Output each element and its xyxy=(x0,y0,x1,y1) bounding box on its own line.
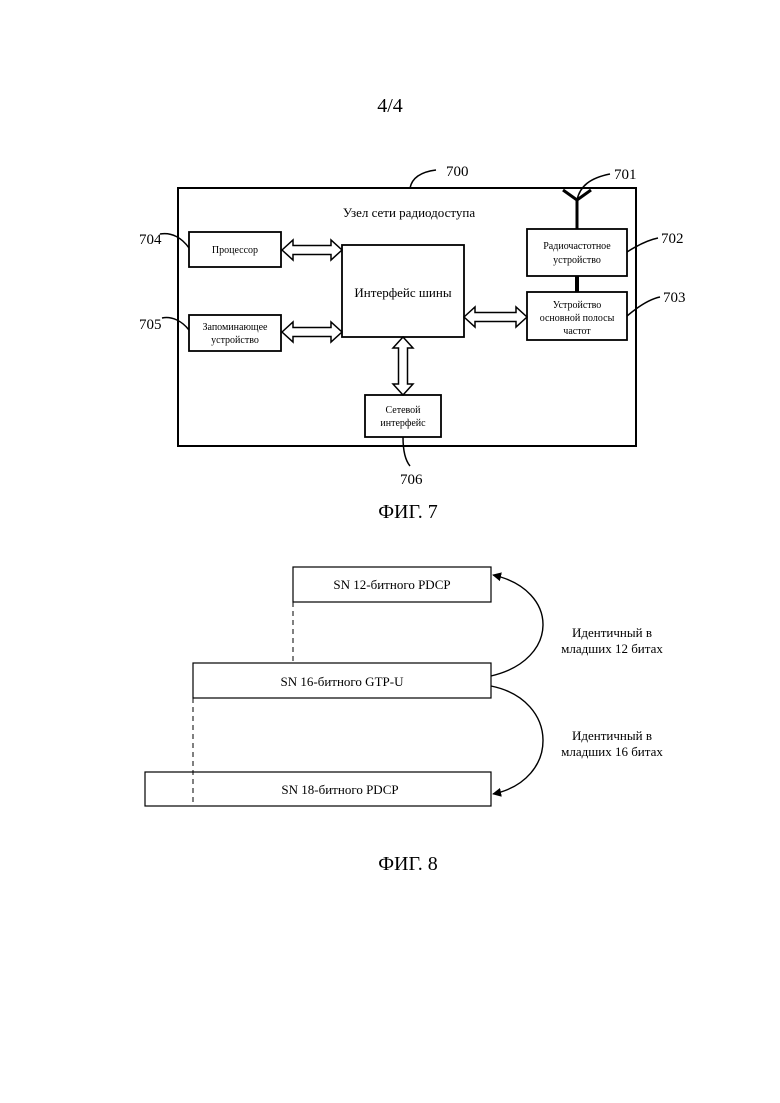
fig7-diagram: Узел сети радиодоступа 700 Процессор 704… xyxy=(139,164,686,488)
fig8-diagram: SN 12-битного PDCP SN 16-битного GTP-U S… xyxy=(145,567,663,806)
network-interface-box xyxy=(365,395,441,437)
network-interface-ref-label: 706 xyxy=(400,472,423,488)
gtpu16-sn-label: SN 16-битного GTP-U xyxy=(281,674,405,689)
node-ref-label: 700 xyxy=(446,164,469,180)
network-interface-label-line1: Сетевой xyxy=(385,405,421,416)
bus-network-double-arrow xyxy=(393,337,413,395)
identical-16-bits-note-line1: Идентичный в xyxy=(572,728,652,743)
bus-baseband-double-arrow xyxy=(464,307,527,327)
fig7-caption: ФИГ. 7 xyxy=(378,501,438,523)
identical-12-bits-note-line2: младших 12 битах xyxy=(561,641,663,656)
node-ref-leader xyxy=(410,170,436,188)
baseband-device-label-line2: основной полосы xyxy=(540,313,615,324)
network-interface-ref-leader xyxy=(403,437,410,466)
antenna-ref-label: 701 xyxy=(614,167,637,183)
processor-ref-label: 704 xyxy=(139,232,162,248)
memory-ref-leader xyxy=(162,318,189,330)
fig8-caption: ФИГ. 8 xyxy=(378,853,438,875)
identical-12-bits-note-line1: Идентичный в xyxy=(572,625,652,640)
memory-label-line1: Запоминающее xyxy=(203,322,269,333)
rf-device-ref-leader xyxy=(627,238,658,252)
identical-16-bits-note-line2: младших 16 битах xyxy=(561,744,663,759)
network-interface-label-line2: интерфейс xyxy=(380,418,426,429)
identical-16-bits-arrow xyxy=(491,686,543,794)
memory-label-line2: устройство xyxy=(211,335,259,346)
baseband-device-ref-leader xyxy=(627,297,660,316)
radio-access-node-title: Узел сети радиодоступа xyxy=(343,205,475,220)
rf-device-box xyxy=(527,229,627,276)
baseband-device-ref-label: 703 xyxy=(663,290,686,306)
baseband-device-label-line1: Устройство xyxy=(553,300,602,311)
processor-ref-leader xyxy=(160,234,189,248)
memory-ref-label: 705 xyxy=(139,317,162,333)
identical-12-bits-arrow xyxy=(491,575,543,676)
processor-bus-double-arrow xyxy=(282,240,342,260)
pdcp18-sn-label: SN 18-битного PDCP xyxy=(281,782,398,797)
page-number: 4/4 xyxy=(377,95,403,117)
pdcp12-sn-label: SN 12-битного PDCP xyxy=(333,577,450,592)
rf-device-ref-label: 702 xyxy=(661,231,684,247)
rf-device-label-line2: устройство xyxy=(553,255,601,266)
baseband-device-label-line3: частот xyxy=(563,326,591,337)
antenna-icon xyxy=(563,190,591,229)
bus-interface-label: Интерфейс шины xyxy=(354,285,451,300)
processor-label: Процессор xyxy=(212,245,258,256)
memory-bus-double-arrow xyxy=(282,322,342,342)
rf-device-label-line1: Радиочастотное xyxy=(543,241,611,252)
